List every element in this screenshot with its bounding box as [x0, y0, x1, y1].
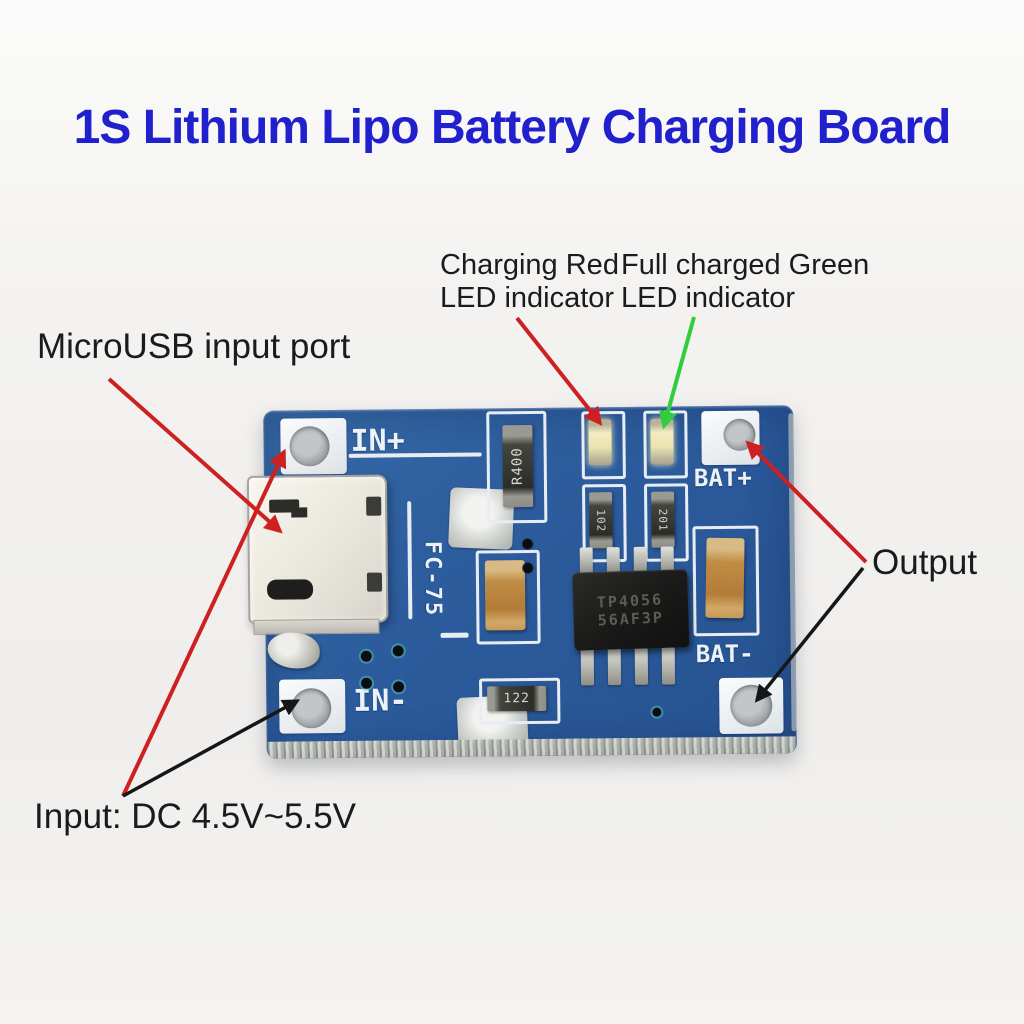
silkscreen-bat-minus: BAT-: [695, 639, 754, 669]
ic-pin: [607, 647, 622, 686]
led-resistor-left-marking: 102: [594, 508, 608, 532]
resistor-prog: 122: [487, 685, 547, 712]
solder-blob-usb: [267, 632, 320, 669]
usb-anchor-slot-bottom: [266, 579, 314, 600]
ic-pin: [579, 547, 593, 574]
ic-marking-line2: 56AF3P: [597, 608, 665, 630]
label-microusb-input-port: MicroUSB input port: [37, 327, 351, 366]
label-full-charged-green-led: Full charged Green LED indicator: [621, 249, 869, 315]
led-resistor-left: 102: [589, 492, 613, 549]
via: [392, 645, 404, 657]
usb-mount-flange: [253, 618, 380, 635]
label-charging-red-led: Charging Red LED indicator: [440, 249, 619, 315]
usb-side-tab-bottom: [366, 572, 383, 592]
via: [652, 707, 662, 717]
mounting-hole-in-minus: [291, 688, 332, 729]
ic-pin: [580, 647, 595, 686]
via: [522, 562, 533, 574]
mounting-hole-in-plus: [289, 426, 330, 467]
pcb-board: IN+ IN- BAT+ BAT- FC-75 R400: [246, 405, 797, 759]
page-title: 1S Lithium Lipo Battery Charging Board: [73, 101, 952, 154]
silkscreen-mark-usb: [440, 632, 469, 638]
label-output: Output: [872, 543, 978, 582]
via: [522, 538, 533, 550]
mounting-hole-bat-minus: [730, 684, 773, 727]
ic-marking: TP4056 56AF3P: [597, 590, 665, 629]
label-full-charged-green-led-line1: Full charged Green: [621, 249, 870, 281]
led-charging-red: [588, 419, 612, 466]
mounting-hole-bat-plus: [723, 418, 756, 451]
ic-pin: [606, 547, 620, 574]
usb-anchor-slot-top-step: [291, 507, 308, 518]
led-resistor-right-marking: 201: [656, 508, 670, 532]
label-input-voltage: Input: DC 4.5V~5.5V: [34, 797, 357, 836]
usb-side-tab-top: [366, 496, 382, 516]
label-charging-red-led-line1: Charging Red: [440, 249, 619, 281]
ic-pin: [634, 646, 649, 685]
via: [360, 650, 372, 662]
label-charging-red-led-line2: LED indicator: [440, 282, 615, 314]
led-full-green: [650, 418, 674, 465]
silkscreen-line-top: [348, 452, 482, 458]
via: [360, 677, 373, 689]
ic-pin: [633, 546, 647, 573]
resistor-r400-marking: R400: [509, 447, 526, 486]
resistor-prog-marking: 122: [503, 691, 531, 707]
ic-pin: [661, 646, 676, 685]
resistor-r400: R400: [502, 424, 534, 508]
silkscreen-model-fc75: FC-75: [419, 540, 446, 618]
microusb-connector: [246, 474, 389, 624]
pcb-bottom-edge: [267, 736, 796, 759]
ic-tp4056: TP4056 56AF3P: [572, 569, 690, 651]
led-resistor-right: 201: [651, 491, 675, 548]
silkscreen-bat-plus: BAT+: [693, 463, 752, 493]
via: [393, 681, 405, 693]
silkscreen-line-vertical: [407, 501, 413, 620]
label-full-charged-green-led-line2: LED indicator: [621, 282, 796, 314]
capacitor-center: [484, 560, 526, 631]
capacitor-output: [705, 537, 745, 619]
pcb-right-edge: [788, 413, 797, 732]
